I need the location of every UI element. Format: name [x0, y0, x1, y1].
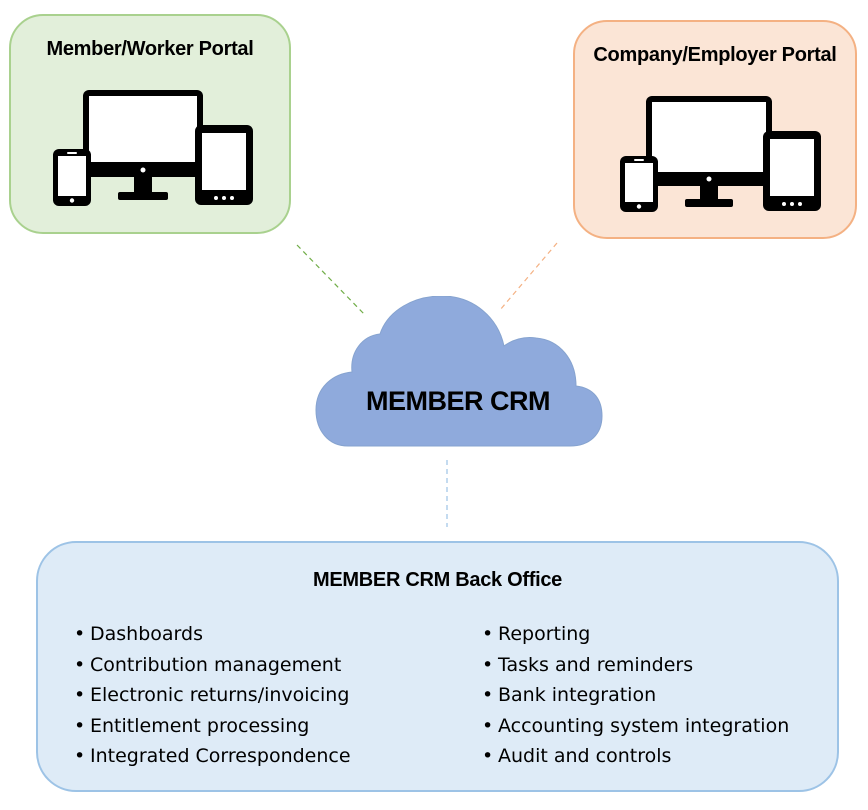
- cloud-icon: [315, 296, 603, 447]
- devices-icon: [53, 90, 253, 206]
- feature-item: •Tasks and reminders: [482, 650, 789, 681]
- feature-item: •Reporting: [482, 619, 789, 650]
- bullet-icon: •: [74, 623, 86, 645]
- feature-label: Integrated Correspondence: [90, 745, 351, 767]
- feature-item: •Electronic returns/invoicing: [74, 680, 351, 711]
- bullet-icon: •: [482, 653, 494, 676]
- feature-list-right: •Reporting•Tasks and reminders•Bank inte…: [482, 619, 789, 772]
- bullet-icon: •: [482, 714, 494, 737]
- devices-icon: [620, 96, 821, 212]
- feature-label: Bank integration: [498, 684, 657, 706]
- feature-label: Contribution management: [90, 653, 342, 676]
- cloud-label: MEMBER CRM: [366, 386, 551, 416]
- back-office-box: MEMBER CRM Back Office •Dashboards•Contr…: [36, 541, 839, 792]
- worker-connector-line: [296, 244, 367, 317]
- bullet-icon: •: [482, 623, 494, 645]
- bullet-icon: •: [482, 745, 494, 767]
- feature-list-left: •Dashboards•Contribution management•Elec…: [74, 619, 351, 772]
- bullet-icon: •: [74, 745, 86, 767]
- feature-item: •Bank integration: [482, 680, 789, 711]
- employer-connector-line: [499, 242, 558, 311]
- feature-item: •Integrated Correspondence: [74, 741, 351, 772]
- bullet-icon: •: [74, 653, 86, 676]
- feature-item: •Dashboards: [74, 619, 351, 650]
- employer-portal-title: Company/Employer Portal: [593, 44, 837, 66]
- bullet-icon: •: [74, 714, 86, 737]
- feature-item: •Accounting system integration: [482, 711, 789, 742]
- feature-item: •Audit and controls: [482, 741, 789, 772]
- feature-label: Electronic returns/invoicing: [90, 684, 350, 706]
- worker-portal-box: Member/Worker Portal: [9, 14, 291, 234]
- feature-item: •Contribution management: [74, 650, 351, 681]
- feature-label: Entitlement processing: [90, 714, 310, 737]
- feature-label: Tasks and reminders: [498, 653, 694, 676]
- worker-portal-title: Member/Worker Portal: [46, 38, 254, 60]
- bullet-icon: •: [482, 684, 494, 706]
- employer-portal-box: Company/Employer Portal: [573, 20, 857, 239]
- feature-label: Reporting: [498, 623, 591, 645]
- back-office-title: MEMBER CRM Back Office: [313, 569, 562, 591]
- bullet-icon: •: [74, 684, 86, 706]
- feature-label: Dashboards: [90, 623, 203, 645]
- feature-label: Audit and controls: [498, 745, 672, 767]
- feature-label: Accounting system integration: [498, 714, 790, 737]
- feature-item: •Entitlement processing: [74, 711, 351, 742]
